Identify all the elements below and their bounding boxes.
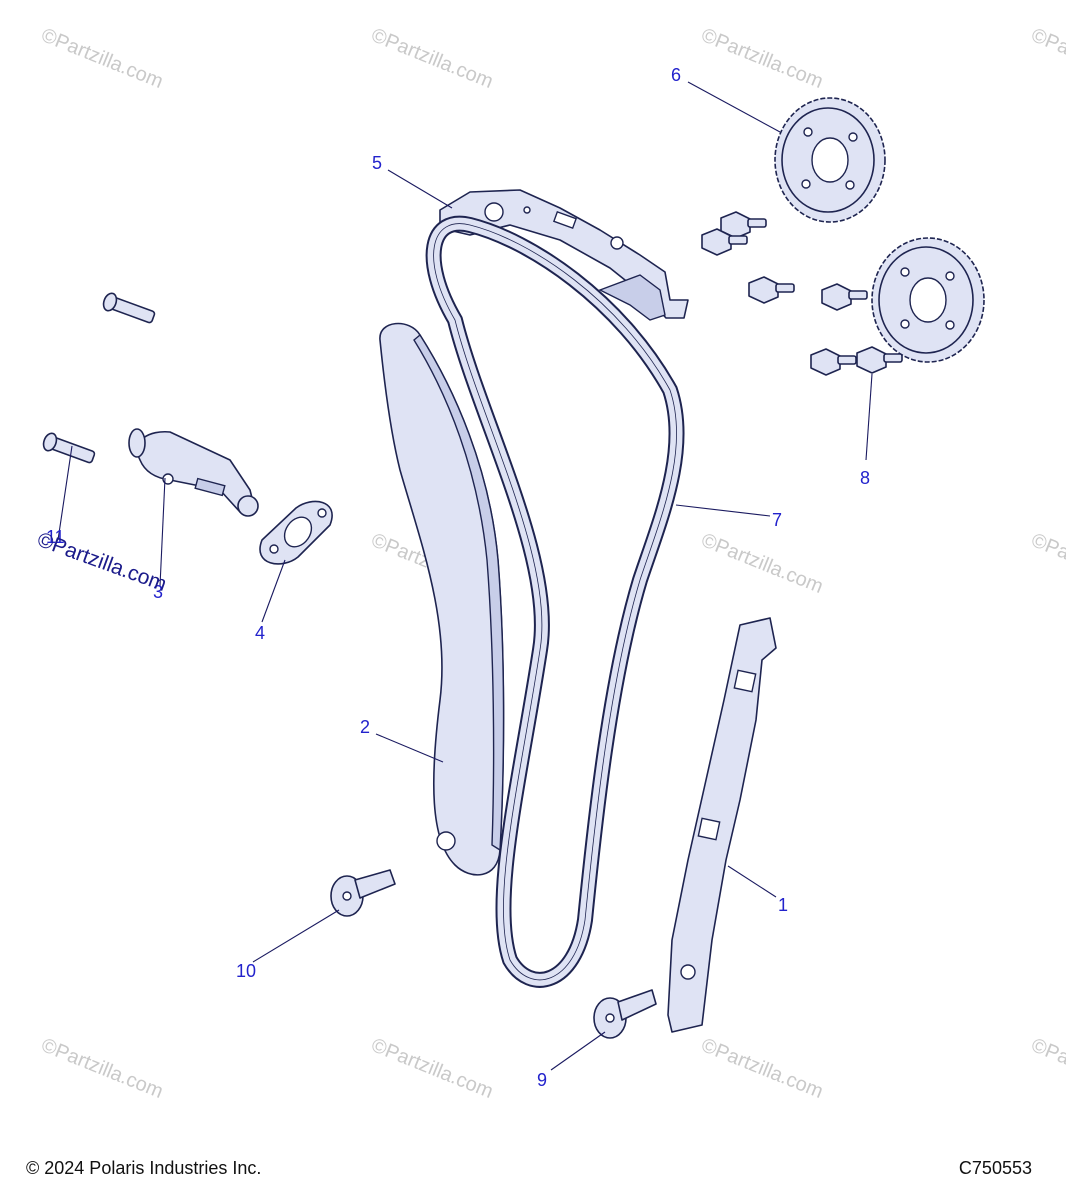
watermark: ©Partzilla.com bbox=[368, 24, 496, 93]
watermark: ©Partzilla.com bbox=[368, 1034, 496, 1103]
leader-lines bbox=[57, 81, 873, 1071]
watermark-layer: ©Partzilla.com ©Partzilla.com ©Partzilla… bbox=[38, 24, 1066, 1103]
watermark: ©Partzilla.com bbox=[698, 1034, 826, 1103]
watermark: ©Partzilla.com bbox=[1028, 24, 1066, 93]
callout-1: 1 bbox=[778, 895, 788, 915]
callout-10: 10 bbox=[236, 961, 256, 981]
watermark: ©Partzilla.com bbox=[38, 1034, 166, 1103]
fixed-chain-guide[interactable] bbox=[667, 617, 777, 1033]
sprocket-bolts[interactable] bbox=[701, 211, 903, 376]
upper-chain-guide[interactable] bbox=[439, 189, 689, 321]
watermark: ©Partzilla.com bbox=[698, 24, 826, 93]
pivot-bolt-left[interactable] bbox=[330, 869, 396, 917]
callout-6: 6 bbox=[671, 65, 681, 85]
callout-9: 9 bbox=[537, 1070, 547, 1090]
callout-8: 8 bbox=[860, 468, 870, 488]
callout-11: 11 bbox=[46, 527, 65, 547]
copyright-notice: © 2024 Polaris Industries Inc. bbox=[26, 1158, 262, 1178]
callout-7: 7 bbox=[772, 510, 782, 530]
callout-3: 3 bbox=[153, 582, 163, 602]
watermark: ©Partzilla.com bbox=[38, 24, 166, 93]
watermark: ©Partzilla.com bbox=[698, 529, 826, 598]
pivot-bolt-right[interactable] bbox=[593, 989, 657, 1039]
watermark: ©Partzilla.com bbox=[1028, 529, 1066, 598]
callout-2: 2 bbox=[360, 717, 370, 737]
watermark: ©Partzilla.com bbox=[1028, 1034, 1066, 1103]
callout-4: 4 bbox=[255, 623, 265, 643]
watermark-overlay: ©Partzilla.com bbox=[34, 528, 169, 596]
tensioner-chain-guide[interactable] bbox=[379, 322, 505, 876]
camshaft-sprocket-lower[interactable] bbox=[871, 237, 985, 363]
camshaft-sprocket-upper[interactable] bbox=[774, 97, 886, 223]
cam-chain-tensioner[interactable] bbox=[128, 428, 259, 517]
diagram-code: C750553 bbox=[958, 1158, 1032, 1178]
callout-5: 5 bbox=[372, 153, 382, 173]
tensioner-gasket[interactable] bbox=[259, 500, 333, 565]
callout-labels: 1 2 3 4 5 6 7 8 9 10 11 bbox=[46, 65, 870, 1090]
cam-chain[interactable] bbox=[425, 215, 685, 988]
